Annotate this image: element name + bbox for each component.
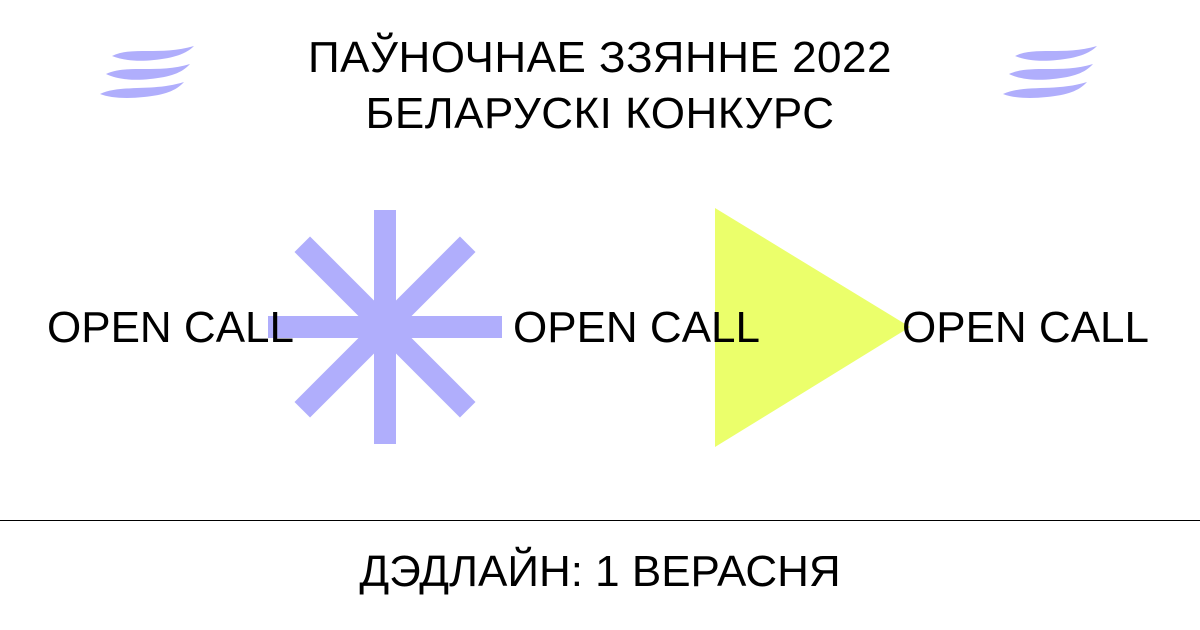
wave-icon xyxy=(100,46,194,98)
wave-icon xyxy=(1003,46,1097,98)
open-call-label: OPEN CALL xyxy=(513,303,760,352)
divider xyxy=(0,520,1200,521)
play-triangle-icon xyxy=(715,208,910,447)
title-line-1: ПАЎНОЧНАЕ ЗЗЯННЕ 2022 xyxy=(308,33,892,82)
asterisk-star-icon xyxy=(268,210,502,444)
open-call-label: OPEN CALL xyxy=(47,303,294,352)
deadline-text: ДЭДЛАЙН: 1 ВЕРАСНЯ xyxy=(359,547,841,596)
page-title: ПАЎНОЧНАЕ ЗЗЯННЕ 2022 БЕЛАРУСКІ КОНКУРС xyxy=(0,30,1200,142)
title-line-2: БЕЛАРУСКІ КОНКУРС xyxy=(365,89,835,138)
open-call-label: OPEN CALL xyxy=(902,303,1149,352)
